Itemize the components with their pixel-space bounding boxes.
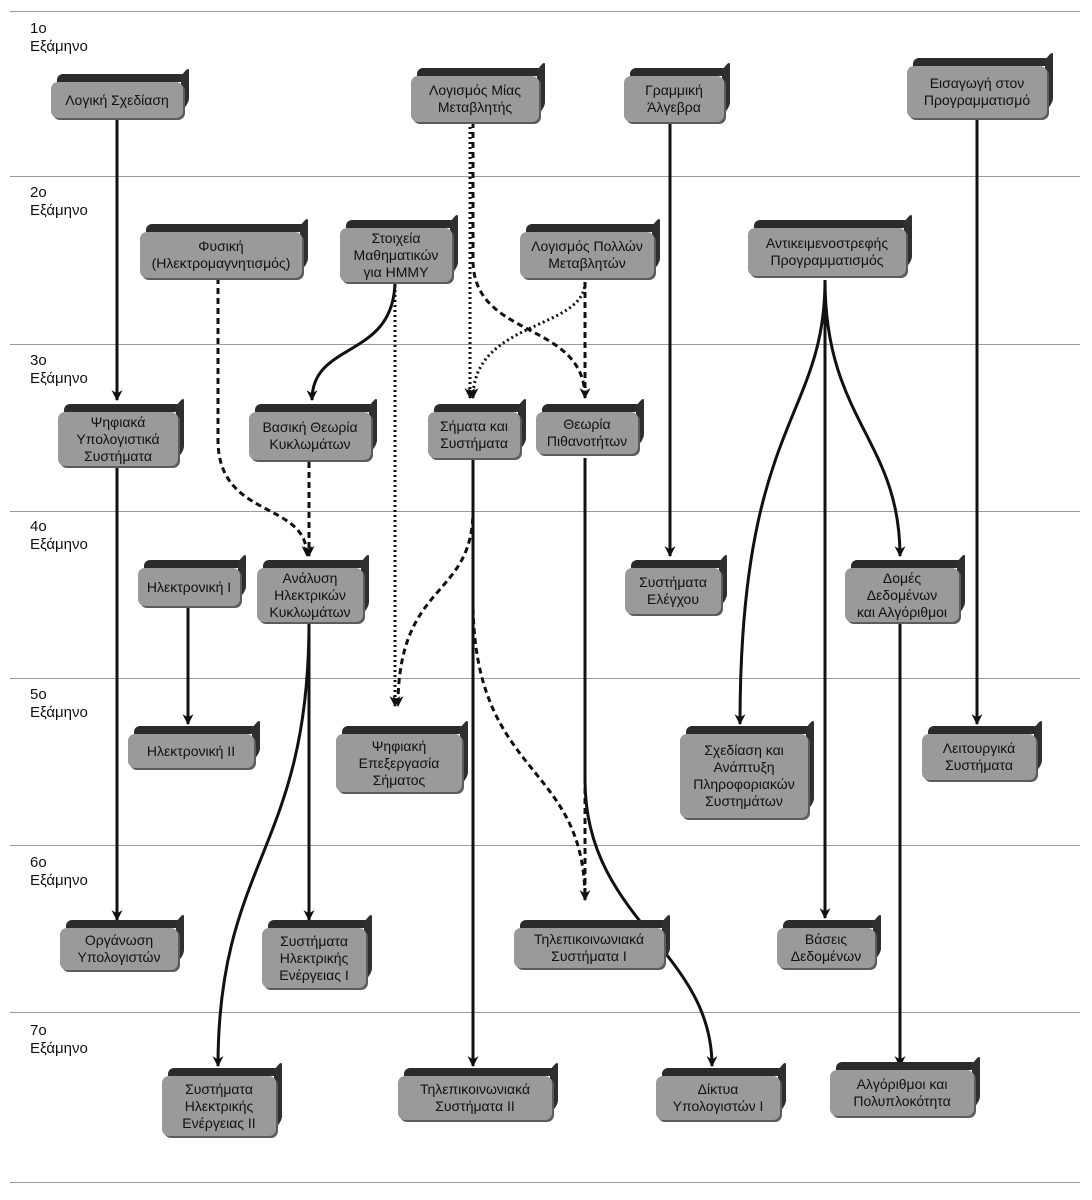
semester-word: Εξάμηνο [30, 704, 88, 721]
semester-word: Εξάμηνο [30, 370, 88, 387]
semester-word: Εξάμηνο [30, 872, 88, 889]
course-label: Στοιχεία Μαθηματικών για ΗΜΜΥ [340, 228, 452, 282]
course-label: Ηλεκτρονική ΙΙ [128, 734, 254, 768]
course-logic-design: Λογική Σχεδίαση [51, 66, 189, 118]
course-info-systems: Σχεδίαση και Ανάπτυξη Πληροφοριακών Συστ… [680, 718, 814, 818]
semester-number: 7ο [30, 1022, 47, 1039]
course-algorithms: Αλγόριθμοι και Πολυπλοκότητα [830, 1054, 980, 1116]
semester-number: 6ο [30, 854, 47, 871]
course-signals-systems: Σήματα και Συστήματα [428, 396, 526, 458]
course-telecom-1: Τηλεπικοινωνιακά Συστήματα Ι [514, 912, 670, 968]
arrow-signals-to-dsp [392, 458, 475, 708]
course-label: Εισαγωγή στον Προγραμματισμό [907, 66, 1047, 118]
course-label: Συστήματα Ηλεκτρικής Ενέργειας Ι [262, 928, 366, 988]
semester-divider [10, 176, 1080, 177]
course-label: Ψηφιακή Επεξεργασία Σήματος [336, 734, 462, 792]
semester-number: 1ο [30, 20, 47, 37]
course-probability: Θεωρία Πιθανοτήτων [536, 396, 644, 454]
course-label: Τηλεπικοινωνιακά Συστήματα Ι [514, 928, 664, 968]
arrow-oop-to-infosys [734, 279, 827, 726]
semester-divider [10, 845, 1080, 846]
course-label: Φυσική (Ηλεκτρομαγνητισμός) [140, 232, 302, 278]
course-label: Βασική Θεωρία Κυκλωμάτων [249, 412, 371, 460]
semester-divider [10, 678, 1080, 679]
semester-number: 4ο [30, 518, 47, 535]
course-label: Σήματα και Συστήματα [428, 412, 520, 458]
course-label: Αντικειμενοστρεφής Προγραμματισμός [748, 228, 906, 276]
arrow-physics-to-circuitanalysis [216, 278, 313, 558]
semester-divider [10, 11, 1080, 12]
course-operating-systems: Λειτουργικά Συστήματα [922, 718, 1042, 780]
semester-word: Εξάμηνο [30, 1040, 88, 1057]
course-math-elements: Στοιχεία Μαθηματικών για ΗΜΜΥ [340, 212, 458, 282]
course-data-structures: Δομές Δεδομένων και Αλγόριθμοι [845, 552, 965, 622]
course-label: Αλγόριθμοι και Πολυπλοκότητα [830, 1070, 974, 1116]
course-calc1: Λογισμός Μίας Μεταβλητής [411, 60, 545, 122]
semester-number: 5ο [30, 686, 47, 703]
course-label: Λογική Σχεδίαση [51, 82, 183, 118]
course-label: Λογισμός Μίας Μεταβλητής [411, 76, 539, 122]
course-label: Οργάνωση Υπολογιστών [60, 928, 178, 970]
semester-divider [10, 511, 1080, 512]
course-control-systems: Συστήματα Ελέγχου [625, 552, 727, 614]
course-power-systems-1: Συστήματα Ηλεκτρικής Ενέργειας Ι [262, 912, 372, 988]
course-power-systems-2: Συστήματα Ηλεκτρικής Ενέργειας ΙΙ [162, 1060, 282, 1136]
arrow-oop-to-datastruct [823, 279, 906, 558]
arrow-math-to-circuittheory [306, 279, 397, 402]
course-label: Ηλεκτρονική Ι [138, 568, 240, 606]
course-label: Ανάλυση Ηλεκτρικών Κυκλωμάτων [257, 568, 363, 622]
course-circuit-analysis: Ανάλυση Ηλεκτρικών Κυκλωμάτων [257, 552, 369, 622]
course-label: Συστήματα Ελέγχου [625, 568, 721, 614]
semester-word: Εξάμηνο [30, 38, 88, 55]
semester-divider [10, 344, 1080, 345]
course-label: Δίκτυα Υπολογιστών Ι [656, 1076, 780, 1120]
course-label: Ψηφιακά Υπολογιστικά Συστήματα [58, 412, 178, 466]
semester-word: Εξάμηνο [30, 536, 88, 553]
course-label: Συστήματα Ηλεκτρικής Ενέργειας ΙΙ [162, 1076, 276, 1136]
arrow-calc2-to-signals [467, 281, 587, 400]
course-databases: Βάσεις Δεδομένων [777, 912, 881, 968]
semester-word: Εξάμηνο [30, 202, 88, 219]
course-label: Βάσεις Δεδομένων [777, 928, 875, 968]
arrow-calc1-to-probability [471, 122, 591, 400]
course-digital-systems: Ψηφιακά Υπολογιστικά Συστήματα [58, 396, 184, 466]
course-calc2: Λογισμός Πολλών Μεταβλητών [520, 216, 660, 278]
arrow-signals-to-telecom1 [471, 458, 591, 902]
course-intro-programming: Εισαγωγή στον Προγραμματισμό [907, 50, 1053, 118]
course-label: Δομές Δεδομένων και Αλγόριθμοι [845, 568, 959, 622]
semester-number: 3ο [30, 352, 47, 369]
course-dsp: Ψηφιακή Επεξεργασία Σήματος [336, 718, 468, 792]
course-linear-algebra: Γραμμική Άλγεβρα [624, 60, 730, 122]
semester-divider [10, 1012, 1080, 1013]
course-label: Λειτουργικά Συστήματα [922, 734, 1036, 780]
course-networks: Δίκτυα Υπολογιστών Ι [656, 1060, 786, 1120]
course-electronics-2: Ηλεκτρονική ΙΙ [128, 718, 260, 768]
course-label: Τηλεπικοινωνιακά Συστήματα ΙΙ [398, 1076, 552, 1120]
course-computer-organization: Οργάνωση Υπολογιστών [60, 912, 184, 970]
course-label: Γραμμική Άλγεβρα [624, 76, 724, 122]
semester-divider [10, 1182, 1080, 1183]
semester-number: 2ο [30, 184, 47, 201]
arrow-circuitanalysis-to-power2 [212, 621, 311, 1068]
course-circuit-theory: Βασική Θεωρία Κυκλωμάτων [249, 396, 377, 460]
course-label: Θεωρία Πιθανοτήτων [536, 412, 638, 454]
course-oop: Αντικειμενοστρεφής Προγραμματισμός [748, 212, 912, 276]
course-label: Λογισμός Πολλών Μεταβλητών [520, 232, 654, 278]
course-telecom-2: Τηλεπικοινωνιακά Συστήματα ΙΙ [398, 1060, 558, 1120]
course-label: Σχεδίαση και Ανάπτυξη Πληροφοριακών Συστ… [680, 734, 808, 818]
course-electronics-1: Ηλεκτρονική Ι [138, 552, 246, 606]
course-physics: Φυσική (Ηλεκτρομαγνητισμός) [140, 216, 308, 278]
